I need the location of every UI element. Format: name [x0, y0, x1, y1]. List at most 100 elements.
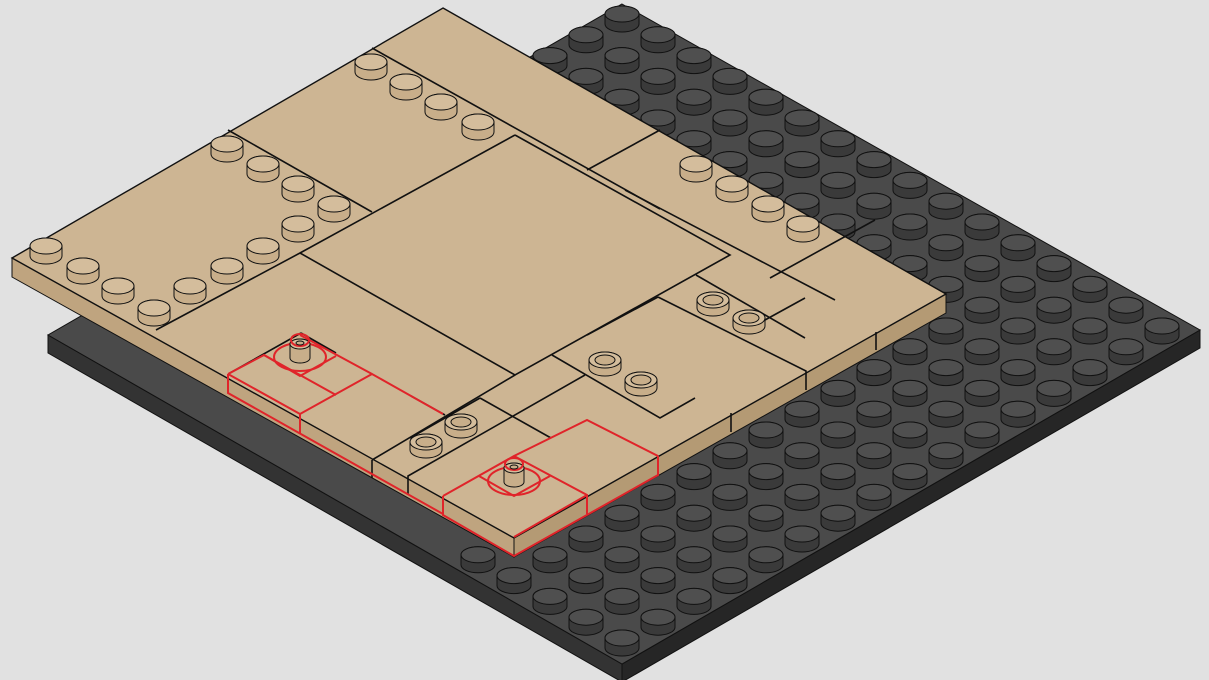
- baseplate-stud: [1145, 318, 1179, 344]
- baseplate-stud: [497, 568, 531, 594]
- baseplate-stud: [713, 110, 747, 136]
- tan-stud: [102, 278, 134, 304]
- baseplate-stud: [785, 401, 819, 427]
- baseplate-stud: [893, 464, 927, 490]
- baseplate-stud: [965, 339, 999, 365]
- baseplate-stud: [785, 443, 819, 469]
- baseplate-stud: [749, 505, 783, 531]
- baseplate-stud: [713, 484, 747, 510]
- tan-stud: [247, 238, 279, 264]
- baseplate-stud: [893, 214, 927, 240]
- baseplate-stud: [965, 422, 999, 448]
- baseplate-stud: [605, 630, 639, 656]
- baseplate-stud: [677, 48, 711, 74]
- baseplate-stud: [749, 422, 783, 448]
- baseplate-stud: [893, 172, 927, 198]
- baseplate-stud: [821, 505, 855, 531]
- baseplate-stud: [677, 89, 711, 115]
- baseplate-stud: [929, 318, 963, 344]
- tan-stud: [425, 94, 457, 120]
- tan-stud: [211, 258, 243, 284]
- baseplate-stud: [929, 360, 963, 386]
- baseplate-stud: [1073, 318, 1107, 344]
- baseplate-stud: [821, 380, 855, 406]
- baseplate-stud: [569, 609, 603, 635]
- tan-stud: [67, 258, 99, 284]
- tan-stud: [282, 176, 314, 202]
- baseplate-stud: [821, 172, 855, 198]
- baseplate-stud: [1001, 318, 1035, 344]
- tan-stud: [318, 196, 350, 222]
- baseplate-stud: [677, 464, 711, 490]
- baseplate-stud: [857, 443, 891, 469]
- baseplate-stud: [857, 401, 891, 427]
- baseplate-stud: [677, 588, 711, 614]
- baseplate-stud: [605, 505, 639, 531]
- baseplate-stud: [1037, 297, 1071, 323]
- baseplate-stud: [677, 505, 711, 531]
- tan-hollow-stud: [697, 292, 729, 316]
- baseplate-stud: [605, 547, 639, 573]
- tan-stud: [390, 74, 422, 100]
- baseplate-stud: [857, 193, 891, 219]
- baseplate-stud: [1001, 276, 1035, 302]
- baseplate-stud: [821, 422, 855, 448]
- baseplate-stud: [1001, 401, 1035, 427]
- baseplate-stud: [785, 484, 819, 510]
- baseplate-stud: [749, 547, 783, 573]
- baseplate-stud: [713, 443, 747, 469]
- tan-hollow-stud: [589, 352, 621, 376]
- baseplate-stud: [1073, 276, 1107, 302]
- tan-stud: [282, 216, 314, 242]
- baseplate-stud: [749, 131, 783, 157]
- baseplate-stud: [1037, 339, 1071, 365]
- baseplate-stud: [965, 214, 999, 240]
- tan-hollow-stud: [410, 434, 442, 458]
- baseplate-stud: [965, 297, 999, 323]
- baseplate-stud: [929, 193, 963, 219]
- tan-stud: [355, 54, 387, 80]
- baseplate-stud: [605, 48, 639, 74]
- tan-stud: [138, 300, 170, 326]
- baseplate-stud: [569, 526, 603, 552]
- baseplate-stud: [1037, 256, 1071, 282]
- tan-stud: [247, 156, 279, 182]
- tan-hollow-stud: [733, 310, 765, 334]
- baseplate-stud: [641, 568, 675, 594]
- tan-stud: [30, 238, 62, 264]
- baseplate-stud: [1001, 235, 1035, 261]
- tan-stud: [462, 114, 494, 140]
- baseplate-stud: [605, 6, 639, 32]
- baseplate-stud: [857, 360, 891, 386]
- baseplate-stud: [641, 526, 675, 552]
- baseplate-stud: [1109, 339, 1143, 365]
- tan-hollow-stud: [625, 372, 657, 396]
- tan-hollow-stud: [445, 414, 477, 438]
- baseplate-stud: [677, 547, 711, 573]
- baseplate-stud: [821, 464, 855, 490]
- baseplate-stud: [929, 443, 963, 469]
- baseplate-stud: [605, 588, 639, 614]
- tan-stud: [211, 136, 243, 162]
- baseplate-stud: [821, 131, 855, 157]
- baseplate-stud: [713, 68, 747, 94]
- tan-stud: [716, 176, 748, 202]
- baseplate-stud: [785, 152, 819, 178]
- tan-stud: [752, 196, 784, 222]
- baseplate-stud: [893, 339, 927, 365]
- baseplate-stud: [569, 27, 603, 53]
- baseplate-stud: [929, 401, 963, 427]
- baseplate-stud: [965, 256, 999, 282]
- baseplate-stud: [893, 380, 927, 406]
- baseplate-stud: [857, 152, 891, 178]
- baseplate-stud: [569, 568, 603, 594]
- baseplate-stud: [893, 422, 927, 448]
- baseplate-stud: [641, 484, 675, 510]
- baseplate-stud: [713, 568, 747, 594]
- baseplate-stud: [965, 380, 999, 406]
- tan-stud: [787, 216, 819, 242]
- baseplate-stud: [785, 526, 819, 552]
- baseplate-stud: [641, 609, 675, 635]
- baseplate-stud: [461, 547, 495, 573]
